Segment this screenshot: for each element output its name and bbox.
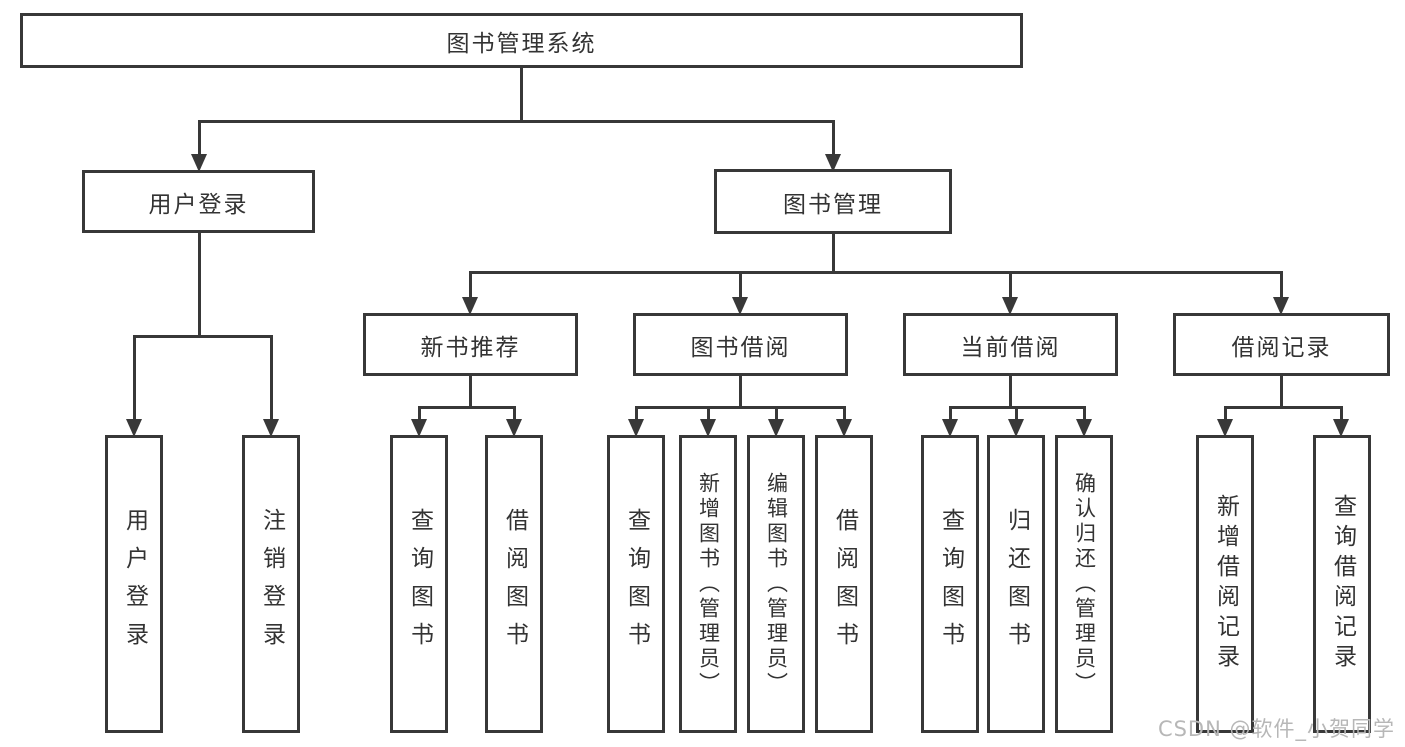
connector-arrowhead-icon [411,419,427,437]
connector-arrow-shaft [1280,271,1283,299]
connector-line-horizontal [469,271,1282,274]
node-book-borrowing: 图书借阅 [633,313,848,376]
connector-arrowhead-icon [1002,297,1018,315]
connector-arrow-shaft [707,406,710,421]
connector-line-horizontal [1224,406,1342,409]
connector-arrowhead-icon [836,419,852,437]
connector-arrowhead-icon [1076,419,1092,437]
connector-line-vertical [520,68,523,122]
node-logout: 注销登录 [242,435,300,733]
connector-arrowhead-icon [1333,419,1349,437]
connector-arrow-shaft [775,406,778,421]
connector-arrow-shaft [270,335,273,421]
connector-arrow-shaft [418,406,421,421]
node-current-borrowing: 当前借阅 [903,313,1118,376]
node-query-books-borrowing: 查询图书 [607,435,665,733]
csdn-watermark: CSDN @软件_小贺同学 [1157,717,1395,741]
node-current-borrowing-label: 当前借阅 [960,334,1061,361]
connector-arrowhead-icon [1008,419,1024,437]
connector-arrowhead-icon [732,297,748,315]
connector-line-horizontal [635,406,845,409]
connector-arrowhead-icon [628,419,644,437]
connector-arrow-shaft [1083,406,1086,421]
connector-arrow-shaft [832,120,835,156]
node-new-book-recommend-label: 新书推荐 [420,334,521,361]
node-edit-books-admin: 编辑图书（管理员） [747,435,805,733]
node-return-books: 归还图书 [987,435,1045,733]
node-query-books-recommend: 查询图书 [390,435,448,733]
node-borrow-books-recommend-label: 借阅图书 [501,508,528,660]
node-borrow-books-leaf: 借阅图书 [815,435,873,733]
node-return-books-label: 归还图书 [1003,508,1030,660]
connector-arrow-shaft [1009,271,1012,299]
node-borrow-books-recommend: 借阅图书 [485,435,543,733]
connector-arrowhead-icon [506,419,522,437]
connector-arrow-shaft [635,406,638,421]
node-confirm-return-admin-label: 确认归还（管理员） [1072,471,1097,697]
node-book-borrowing-label: 图书借阅 [690,334,791,361]
node-add-borrow-record: 新增借阅记录 [1196,435,1254,733]
node-new-book-recommend: 新书推荐 [363,313,578,376]
connector-arrow-shaft [133,335,136,421]
node-add-books-admin: 新增图书（管理员） [679,435,737,733]
connector-arrowhead-icon [1273,297,1289,315]
node-add-borrow-record-label: 新增借阅记录 [1212,494,1239,674]
node-query-books-current-label: 查询图书 [937,508,964,660]
connector-line-horizontal [198,120,834,123]
connector-line-vertical [1280,376,1283,408]
connector-line-vertical [1009,376,1012,408]
connector-arrowhead-icon [462,297,478,315]
node-query-books-recommend-label: 查询图书 [406,508,433,660]
connector-arrow-shaft [739,271,742,299]
node-confirm-return-admin: 确认归还（管理员） [1055,435,1113,733]
connector-arrow-shaft [198,120,201,156]
connector-arrow-shaft [949,406,952,421]
node-query-books-borrowing-label: 查询图书 [623,508,650,660]
connector-arrowhead-icon [126,419,142,437]
node-user-login: 用户登录 [82,170,315,233]
node-query-books-current: 查询图书 [921,435,979,733]
connector-arrowhead-icon [825,154,841,172]
connector-arrowhead-icon [768,419,784,437]
node-query-borrow-record-label: 查询借阅记录 [1329,494,1356,674]
node-library-system-label: 图书管理系统 [446,30,597,57]
node-logout-label: 注销登录 [258,508,285,660]
node-query-borrow-record: 查询借阅记录 [1313,435,1371,733]
connector-arrowhead-icon [700,419,716,437]
node-borrowing-records: 借阅记录 [1173,313,1390,376]
connector-arrow-shaft [843,406,846,421]
node-user-login-leaf-label: 用户登录 [121,508,148,660]
node-book-management: 图书管理 [714,169,952,234]
connector-line-horizontal [418,406,515,409]
connector-arrowhead-icon [263,419,279,437]
connector-line-vertical [739,376,742,408]
connector-line-horizontal [133,335,272,338]
node-book-management-label: 图书管理 [783,191,883,218]
node-library-system: 图书管理系统 [20,13,1023,68]
connector-line-vertical [198,233,201,337]
connector-arrow-shaft [1015,406,1018,421]
node-user-login-leaf: 用户登录 [105,435,163,733]
connector-arrow-shaft [1224,406,1227,421]
connector-arrow-shaft [513,406,516,421]
node-add-books-admin-label: 新增图书（管理员） [696,471,721,697]
node-borrowing-records-label: 借阅记录 [1231,334,1332,361]
node-user-login-label: 用户登录 [148,191,249,218]
connector-arrow-shaft [469,271,472,299]
connector-line-vertical [469,376,472,408]
connector-line-vertical [832,234,835,273]
connector-arrowhead-icon [191,154,207,172]
connector-arrowhead-icon [1217,419,1233,437]
node-borrow-books-leaf-label: 借阅图书 [831,508,858,660]
connector-arrowhead-icon [942,419,958,437]
connector-arrow-shaft [1340,406,1343,421]
node-edit-books-admin-label: 编辑图书（管理员） [764,471,789,697]
